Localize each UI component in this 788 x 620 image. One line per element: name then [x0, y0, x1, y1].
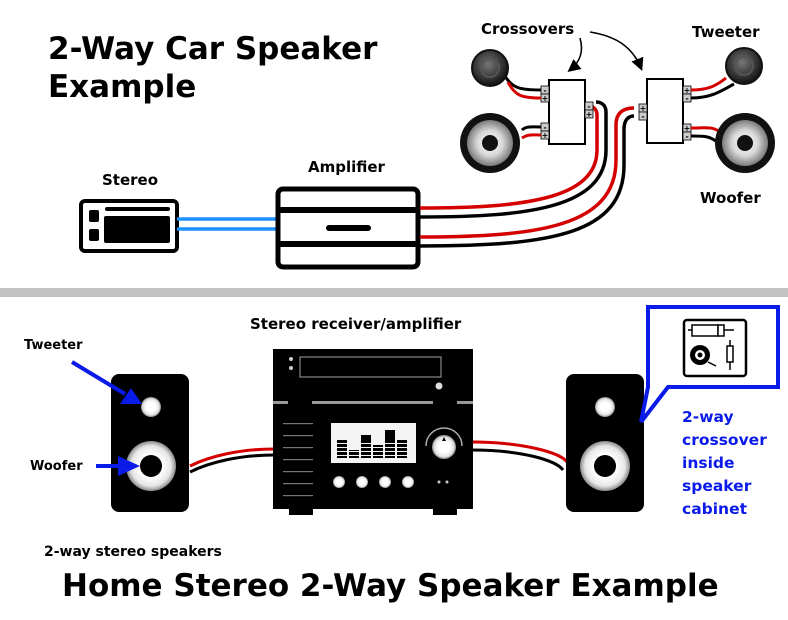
car-woofer-left: [460, 113, 520, 173]
left-crossover: - + - + - +: [540, 79, 594, 145]
svg-text:+: +: [684, 86, 691, 95]
home-speaker-left: [111, 374, 189, 512]
crossover-callout: [639, 305, 780, 424]
receiver-label: Stereo receiver/amplifier: [250, 315, 462, 333]
svg-text:+: +: [640, 104, 647, 113]
section-divider: [0, 288, 788, 297]
svg-text:-: -: [641, 112, 644, 121]
stereo-label: Stereo: [102, 171, 159, 189]
svg-text:+: +: [542, 131, 549, 140]
rca-signal-cables: [177, 217, 278, 231]
car-amplifier: [275, 186, 421, 270]
home-speaker-right: [566, 374, 644, 512]
home-annotation-arrows: [70, 360, 142, 476]
crossover-circuit-icon: [682, 318, 748, 378]
svg-text:+: +: [684, 124, 691, 133]
car-title-line2: Example: [48, 69, 197, 105]
svg-text:-: -: [685, 132, 688, 141]
crossovers-arrows: [567, 31, 644, 73]
crossover-callout-text: 2-way crossover inside speaker cabinet: [682, 406, 767, 521]
home-woofer-label: Woofer: [30, 459, 83, 474]
svg-text:-: -: [587, 102, 590, 111]
stereo-speakers-caption: 2-way stereo speakers: [44, 544, 222, 560]
car-woofer-label: Woofer: [700, 189, 761, 207]
svg-text:+: +: [542, 94, 549, 103]
home-example-title: Home Stereo 2-Way Speaker Example: [62, 568, 719, 604]
car-title-line1: 2-Way Car Speaker: [48, 31, 378, 67]
amplifier-label: Amplifier: [308, 158, 385, 176]
stereo-receiver: [273, 349, 473, 515]
callout-line-5: cabinet: [682, 500, 748, 518]
car-woofer-right: [715, 113, 775, 173]
svg-text:-: -: [543, 86, 546, 95]
car-stereo-head-unit: [79, 199, 179, 253]
callout-line-1: 2-way: [682, 408, 734, 426]
car-example-title: 2-Way Car Speaker Example: [48, 30, 377, 106]
car-tweeter-right: [725, 47, 763, 85]
crossover-to-driver-wires: [503, 75, 735, 144]
right-crossover: + - + - + -: [638, 78, 692, 144]
callout-line-2: crossover: [682, 431, 767, 449]
home-tweeter-label: Tweeter: [24, 338, 83, 353]
car-tweeter-label: Tweeter: [692, 23, 760, 41]
home-speaker-wires: [189, 440, 569, 474]
speaker-wires-amp-to-crossovers: [419, 100, 635, 248]
car-tweeter-left: [471, 49, 509, 87]
crossovers-label: Crossovers: [481, 20, 575, 38]
svg-text:+: +: [586, 110, 593, 119]
callout-line-3: inside: [682, 454, 735, 472]
callout-line-4: speaker: [682, 477, 752, 495]
svg-text:-: -: [543, 123, 546, 132]
svg-text:-: -: [685, 94, 688, 103]
